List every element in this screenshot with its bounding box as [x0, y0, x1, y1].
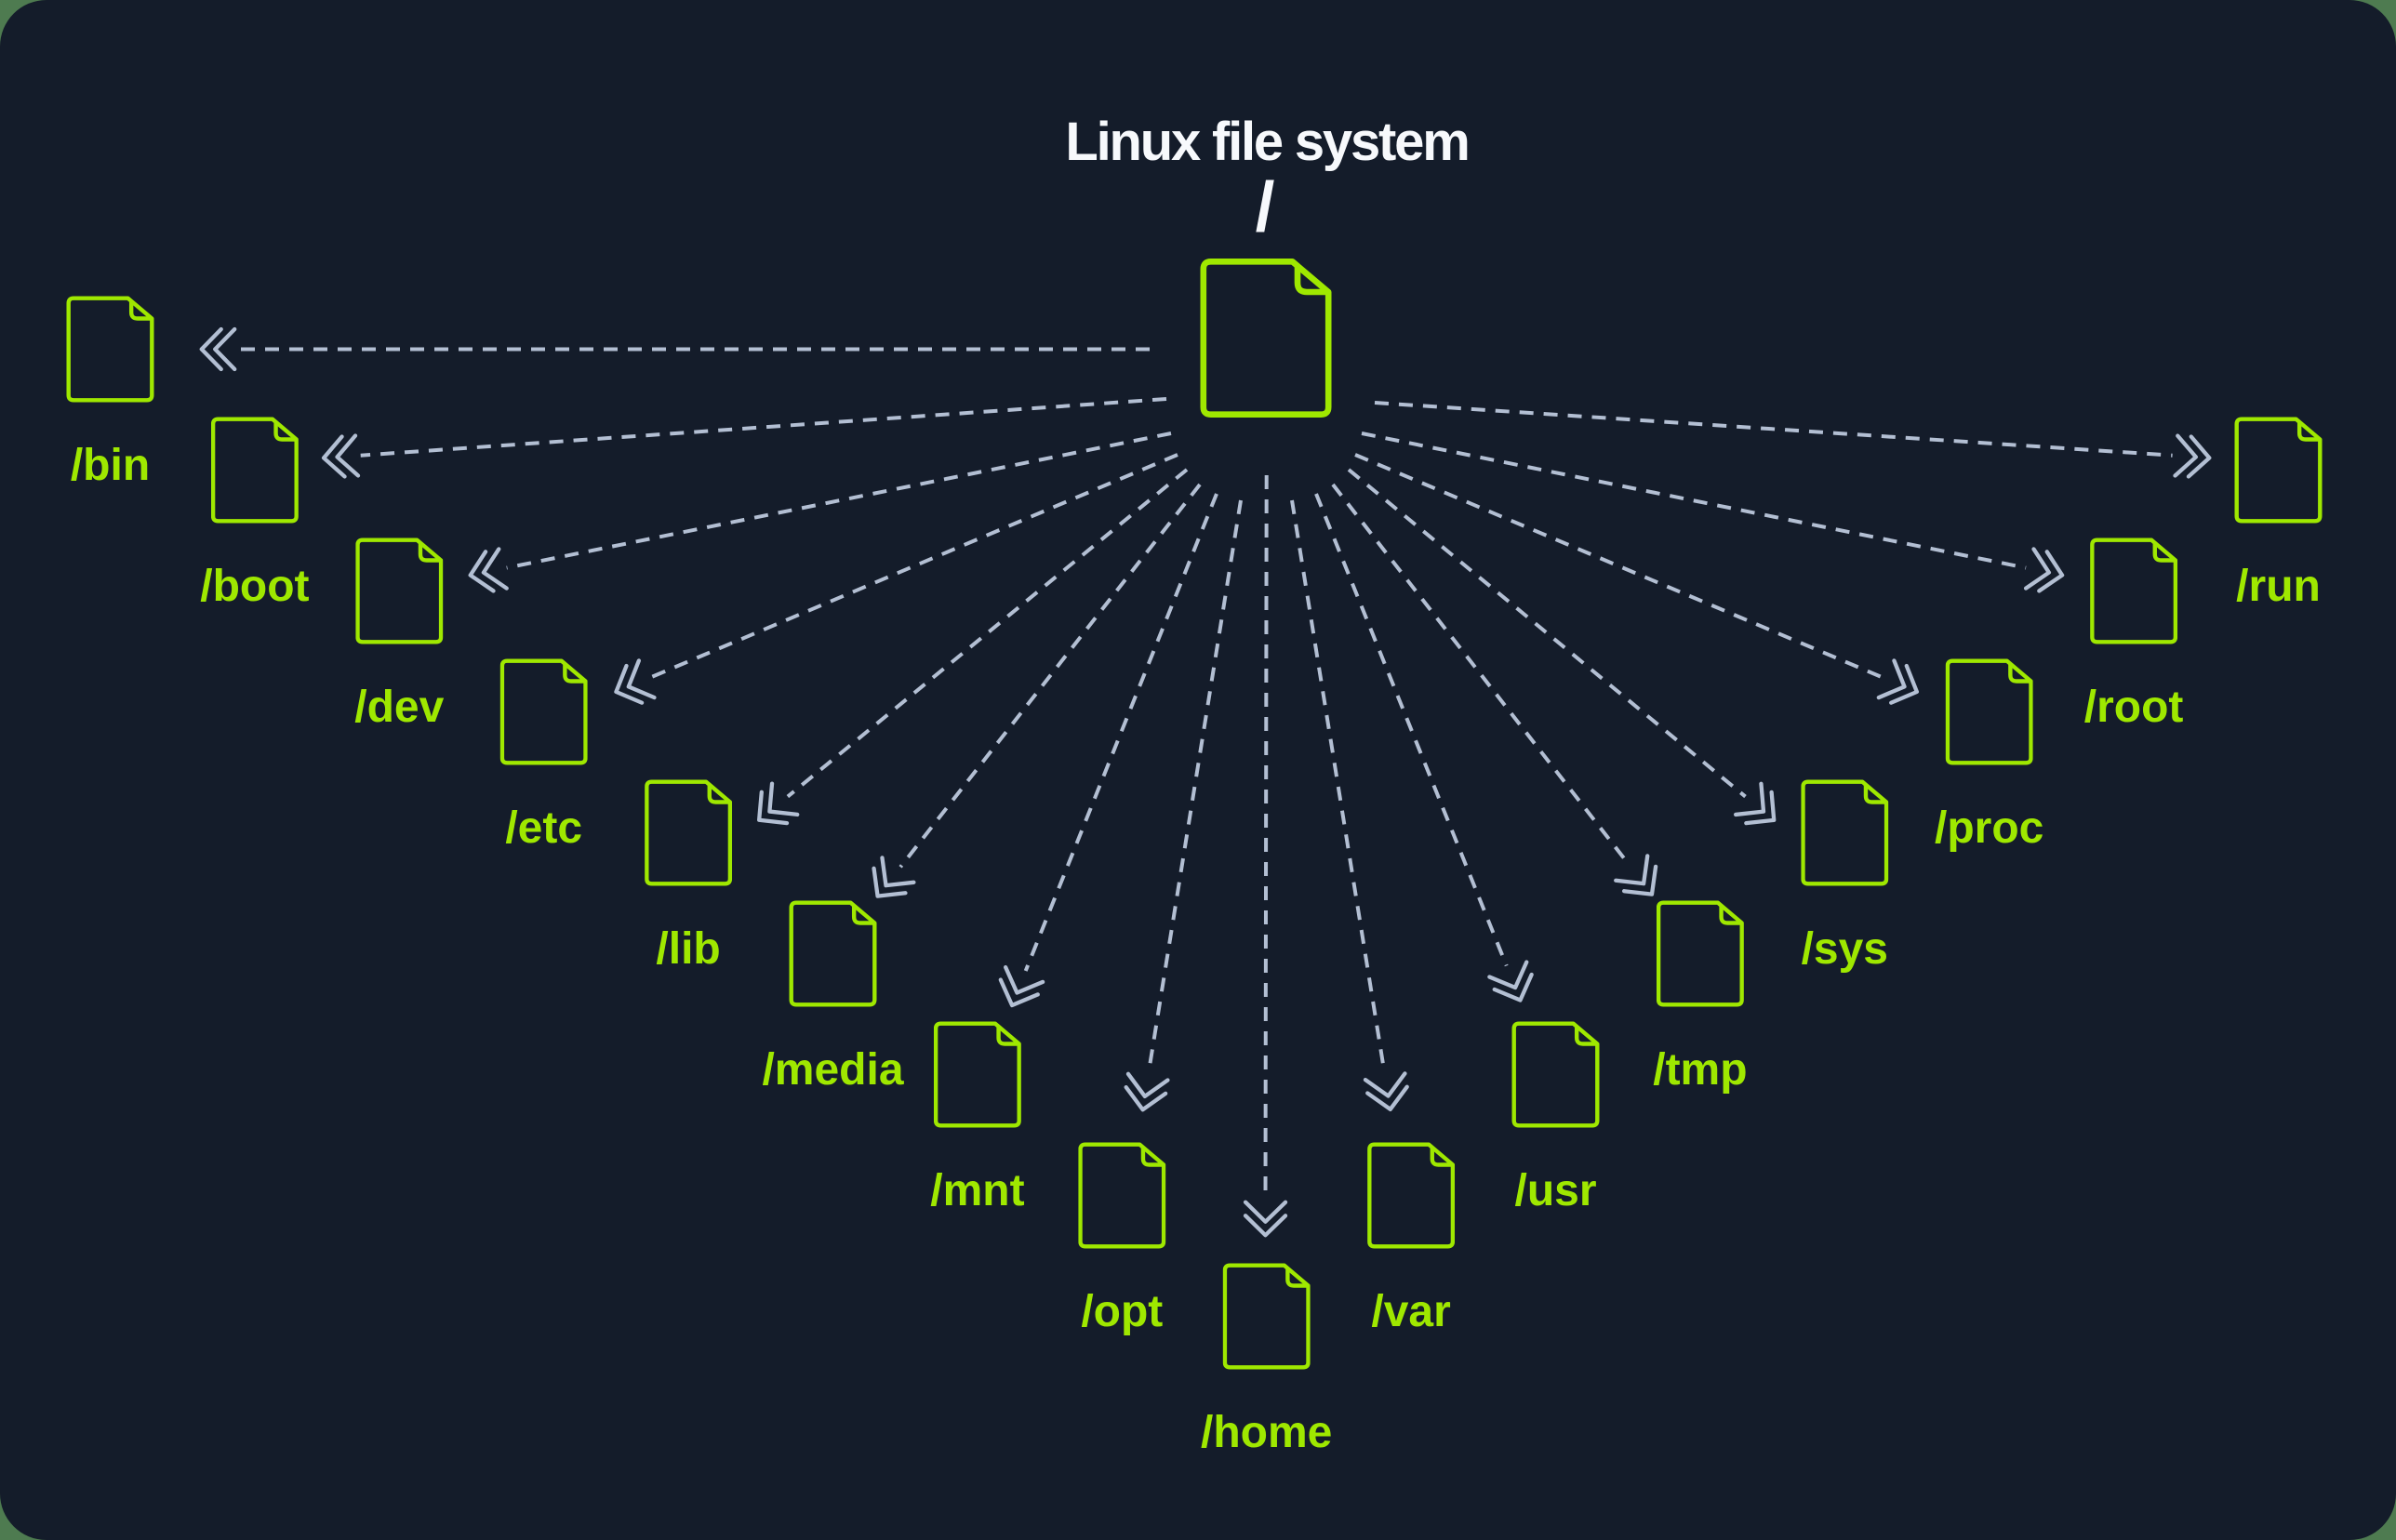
- svg-text:/opt: /opt: [1081, 1287, 1163, 1336]
- svg-text:/tmp: /tmp: [1653, 1045, 1747, 1095]
- svg-text:/dev: /dev: [354, 683, 444, 732]
- svg-text:/home: /home: [1201, 1408, 1332, 1457]
- svg-text:/usr: /usr: [1514, 1166, 1596, 1215]
- svg-text:/bin: /bin: [71, 441, 150, 490]
- svg-text:/run: /run: [2236, 562, 2321, 611]
- svg-text:/root: /root: [2084, 683, 2184, 732]
- svg-text:Linux file system: Linux file system: [1065, 112, 1468, 172]
- svg-text:/var: /var: [1371, 1287, 1450, 1336]
- svg-text:/lib: /lib: [656, 924, 720, 974]
- svg-text:/mnt: /mnt: [930, 1166, 1024, 1215]
- svg-text:/: /: [1256, 167, 1275, 246]
- svg-text:/media: /media: [762, 1045, 903, 1095]
- svg-text:/sys: /sys: [1802, 924, 1888, 974]
- svg-text:/proc: /proc: [1935, 803, 2043, 853]
- svg-text:/boot: /boot: [200, 562, 309, 611]
- svg-text:/etc: /etc: [505, 803, 582, 853]
